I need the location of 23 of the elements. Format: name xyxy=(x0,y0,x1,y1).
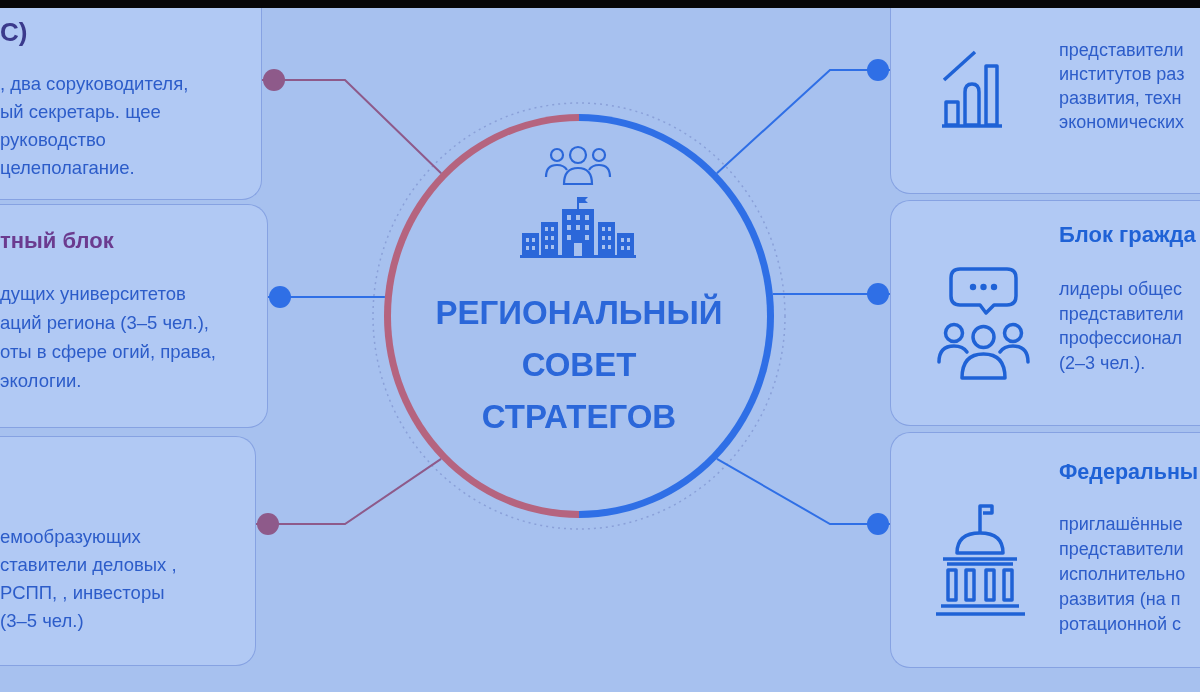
connector-line xyxy=(261,69,443,175)
info-card xyxy=(890,432,1200,668)
info-card xyxy=(0,8,262,200)
card-heading: Федеральны xyxy=(1059,459,1199,486)
connector-line xyxy=(715,59,891,175)
card-text: приглашённые представители исполнительно развития (на п ротационной с xyxy=(1059,513,1187,636)
info-card xyxy=(0,436,256,666)
connector-line xyxy=(771,283,891,305)
card-text: , два соруководителя, ый секретарь. щее руководство целеполагание. xyxy=(0,72,190,180)
card-heading: Блок гражда xyxy=(1059,221,1196,249)
hub-title: РЕГИОНАЛЬНЫЙ СОВЕТ СТРАТЕГОВ xyxy=(434,292,724,437)
info-card xyxy=(890,200,1200,426)
connector-line xyxy=(255,457,443,535)
info-card xyxy=(890,8,1200,194)
card-text: представители институтов раз развития, техн экономических xyxy=(1059,39,1186,134)
card-text: дущих университетов аций региона (3–5 чел.), оты в сфере огий, права, экологии. xyxy=(0,282,217,393)
info-card xyxy=(0,204,268,428)
card-heading: тный блок xyxy=(0,227,114,255)
connector-line xyxy=(715,457,891,535)
card-heading: С) xyxy=(0,16,28,49)
card-text: емообразующих ставители деловых , РСПП, , инвесторы (3–5 чел.) xyxy=(0,525,178,633)
connector-line xyxy=(267,286,386,308)
card-text: лидеры общес представители профессионал (2–3 чел.). xyxy=(1059,278,1185,375)
